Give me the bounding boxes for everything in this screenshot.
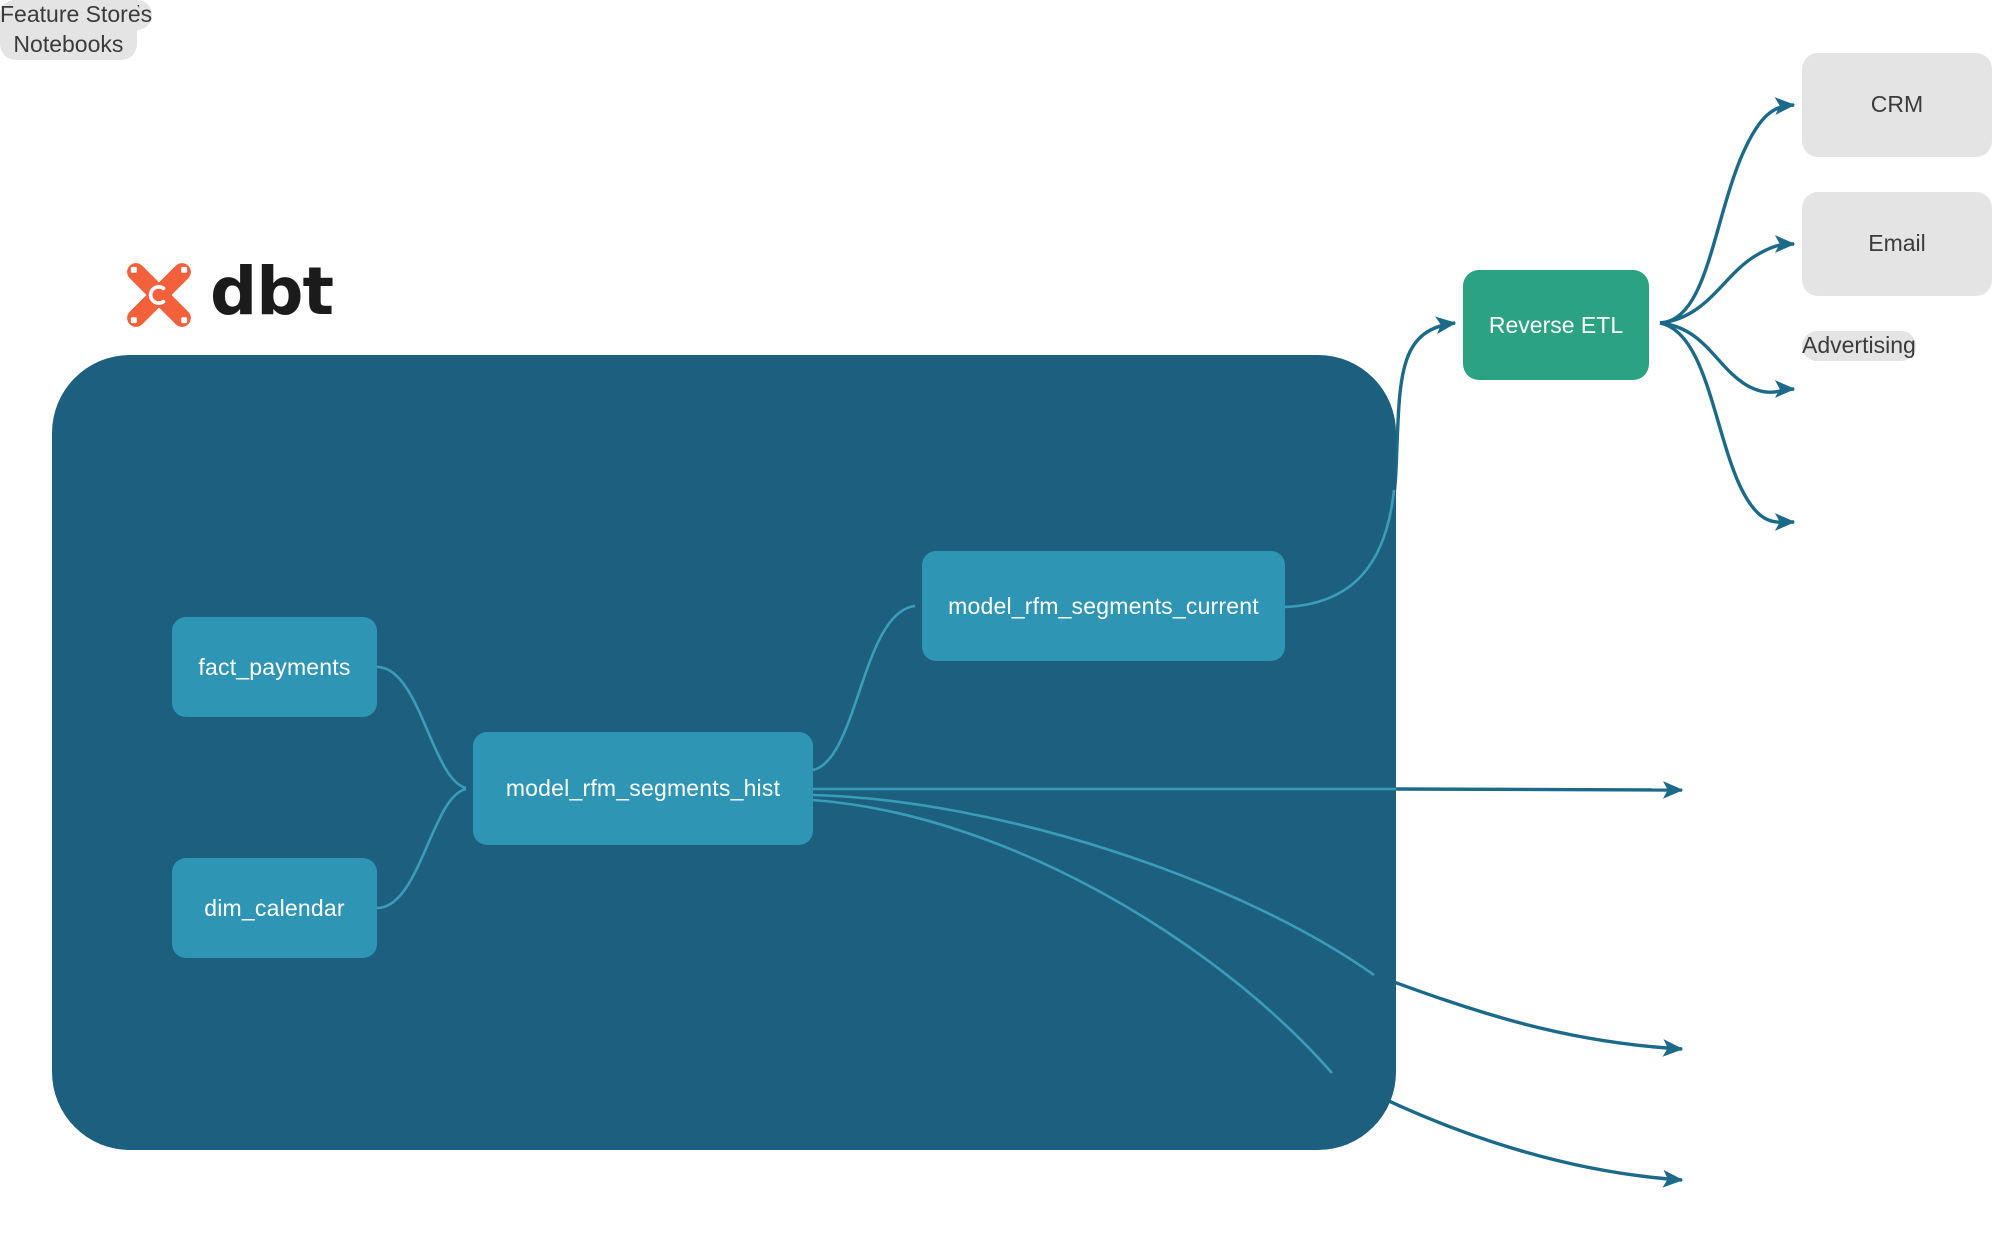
node-label: Email (1868, 230, 1926, 257)
node-label: Advertising (1802, 332, 1916, 358)
dbt-x-star-icon (127, 263, 191, 327)
node-label: Feature Store (0, 1, 141, 27)
node-label: fact_payments (198, 653, 351, 680)
node-label: CRM (1870, 91, 1924, 118)
node-label: model_rfm_segments_hist (505, 775, 781, 801)
node-label-line2: Notebooks (13, 30, 124, 57)
edge-reverse-etl-to-advertising (1659, 321, 1796, 398)
model-node-model-rfm-segments-current[interactable]: model_rfm_segments_current (922, 551, 1285, 661)
edge-reverse-etl-to-email (1659, 235, 1796, 325)
pipeline-node-reverse-etl[interactable]: Reverse ETL (1463, 270, 1649, 380)
edge-reverse-etl-to-crm (1659, 97, 1796, 325)
edge-rfm-hist-to-ds-notebooks (1371, 972, 1684, 1057)
model-node-fact-payments[interactable]: fact_payments (172, 617, 377, 717)
dbt-logo: dbt (122, 252, 334, 338)
edge-rfm-hist-to-bi-dashboards (1395, 781, 1684, 799)
destination-node-crm[interactable]: CRM (1802, 53, 1992, 157)
edge-reverse-etl-to-sms-push (1659, 321, 1796, 531)
node-label: dim_calendar (204, 894, 345, 921)
dbt-wordmark: dbt (210, 253, 334, 330)
destination-node-feature-store[interactable]: Feature Store (0, 0, 141, 30)
node-label: Reverse ETL (1488, 311, 1624, 338)
model-node-model-rfm-segments-hist[interactable]: model_rfm_segments_hist (473, 732, 813, 845)
destination-node-advertising[interactable]: Advertising (1802, 331, 1916, 361)
model-node-dim-calendar[interactable]: dim_calendar (172, 858, 377, 958)
destination-node-email[interactable]: Email (1802, 192, 1992, 296)
node-label: model_rfm_segments_current (948, 592, 1259, 619)
